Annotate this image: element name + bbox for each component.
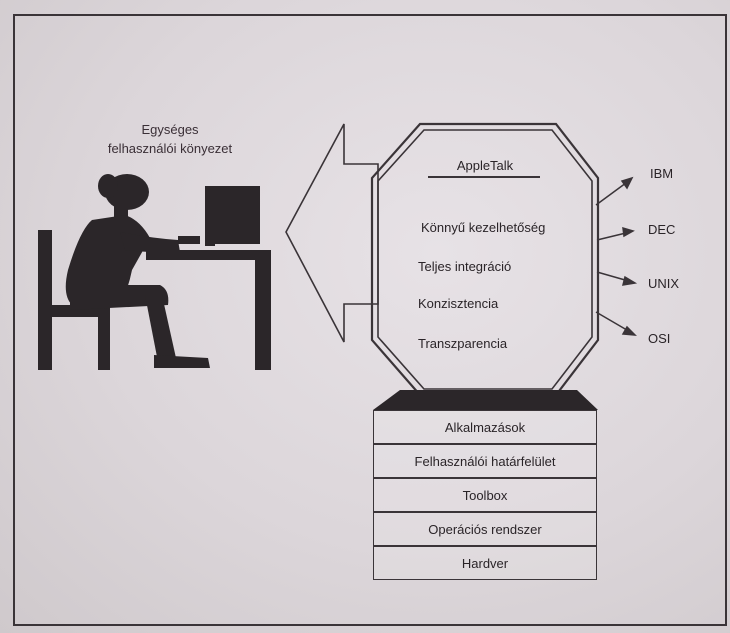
- caption-line-2: felhasználói könyezet: [107, 141, 233, 156]
- feature-ease-of-use: Könnyű kezelhetőség: [421, 220, 546, 235]
- system-dec: DEC: [648, 222, 676, 237]
- big-left-arrow: [285, 123, 379, 343]
- feature-transparency: Transzparencia: [418, 336, 508, 351]
- feature-consistency: Konzisztencia: [418, 296, 499, 311]
- appletalk-title: AppleTalk: [456, 158, 514, 173]
- stack-layer-toolbox: Toolbox: [373, 478, 597, 512]
- system-connectors: [595, 176, 638, 336]
- environment-caption: Egységes felhasználói könyezet: [70, 120, 270, 158]
- user-at-computer-illustration: [38, 174, 271, 370]
- system-osi: OSI: [648, 331, 671, 346]
- octagon-base: [373, 390, 598, 410]
- stack-layer-operating-system: Operációs rendszer: [373, 512, 597, 546]
- stack-layer-hardware: Hardver: [373, 546, 597, 580]
- system-ibm: IBM: [650, 166, 674, 181]
- feature-integration: Teljes integráció: [418, 259, 512, 274]
- stack-layer-applications: Alkalmazások: [373, 410, 597, 444]
- caption-line-1: Egységes: [141, 122, 199, 137]
- system-unix: UNIX: [648, 276, 680, 291]
- diagram-frame: [13, 14, 727, 626]
- stack-layer-user-interface: Felhasználói határfelület: [373, 444, 597, 478]
